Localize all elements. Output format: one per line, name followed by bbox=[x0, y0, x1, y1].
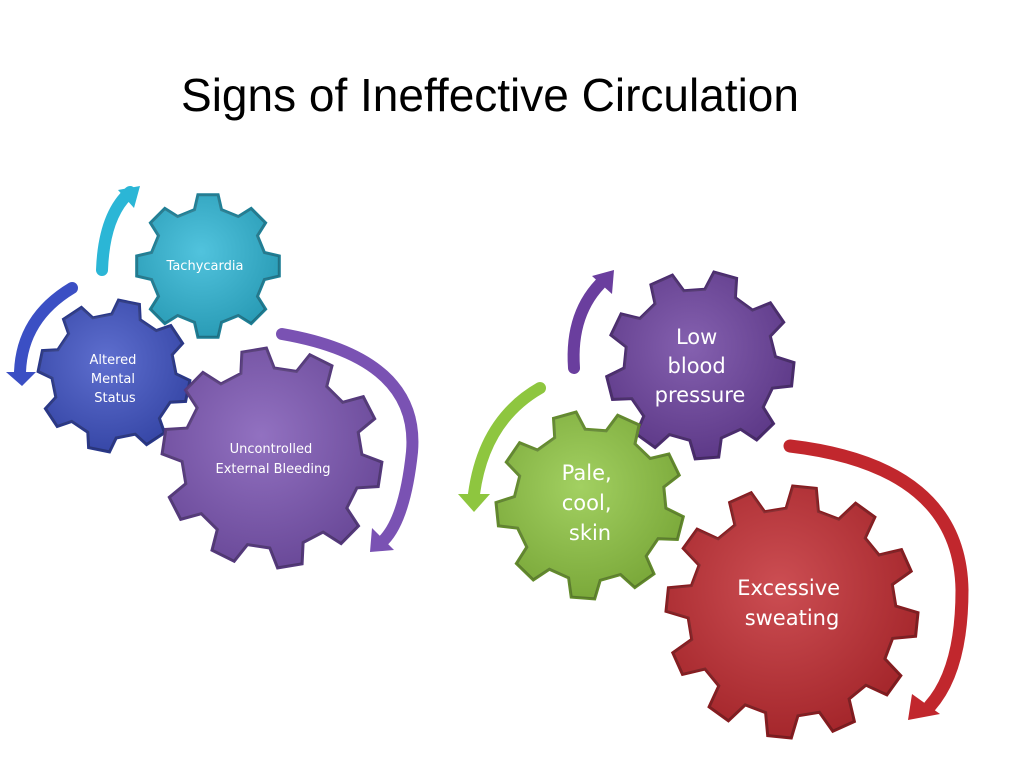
cycle-arrow-red bbox=[783, 439, 969, 713]
cycle-arrow-purple bbox=[276, 328, 419, 546]
gear-pale-cool-skin bbox=[494, 410, 686, 601]
cycle-arrow-red-head bbox=[908, 694, 940, 720]
cycle-arrow-purple-head bbox=[370, 528, 394, 552]
gear-label-low-blood-pressure: Low blood pressure bbox=[655, 325, 746, 407]
cycle-arrow-blue-head bbox=[6, 372, 36, 386]
cycle-arrow-green bbox=[468, 382, 546, 500]
cycle-arrow-cyan bbox=[96, 186, 136, 276]
cycle-arrow-violet bbox=[567, 274, 610, 374]
gear-label-altered-mental-status: Altered Mental Status bbox=[89, 353, 140, 406]
cycle-arrow-cyan-head bbox=[118, 186, 140, 208]
gear-shading bbox=[162, 348, 382, 568]
gear-tachycardia bbox=[135, 193, 281, 339]
slide-title: Signs of Ineffective Circulation bbox=[181, 69, 799, 121]
gear-label-tachycardia: Tachycardia bbox=[166, 259, 244, 274]
right-gear-cluster: Low blood pressure Pale, cool, skin Exce… bbox=[458, 270, 969, 740]
gear-shading bbox=[606, 272, 794, 459]
cycle-arrow-green-head bbox=[458, 494, 490, 512]
gear-shading bbox=[38, 300, 190, 452]
gear-uncontrolled-external-bleeding bbox=[160, 346, 384, 570]
left-gear-cluster: Tachycardia Altered Mental Status Uncont… bbox=[6, 186, 419, 570]
gear-shading bbox=[136, 194, 280, 338]
cycle-arrow-blue bbox=[14, 282, 78, 378]
gear-altered-mental-status bbox=[36, 298, 192, 454]
gear-label-uncontrolled-external-bleeding: Uncontrolled External Bleeding bbox=[216, 442, 331, 477]
cycle-arrow-violet-head bbox=[592, 270, 614, 294]
gear-low-blood-pressure bbox=[604, 270, 796, 461]
gear-excessive-sweating bbox=[664, 484, 920, 740]
gear-shading bbox=[666, 486, 918, 738]
gear-shading bbox=[496, 412, 684, 599]
gear-label-pale-cool-skin: Pale, cool, skin bbox=[562, 461, 619, 545]
gear-label-excessive-sweating: Excessive sweating bbox=[737, 576, 847, 630]
